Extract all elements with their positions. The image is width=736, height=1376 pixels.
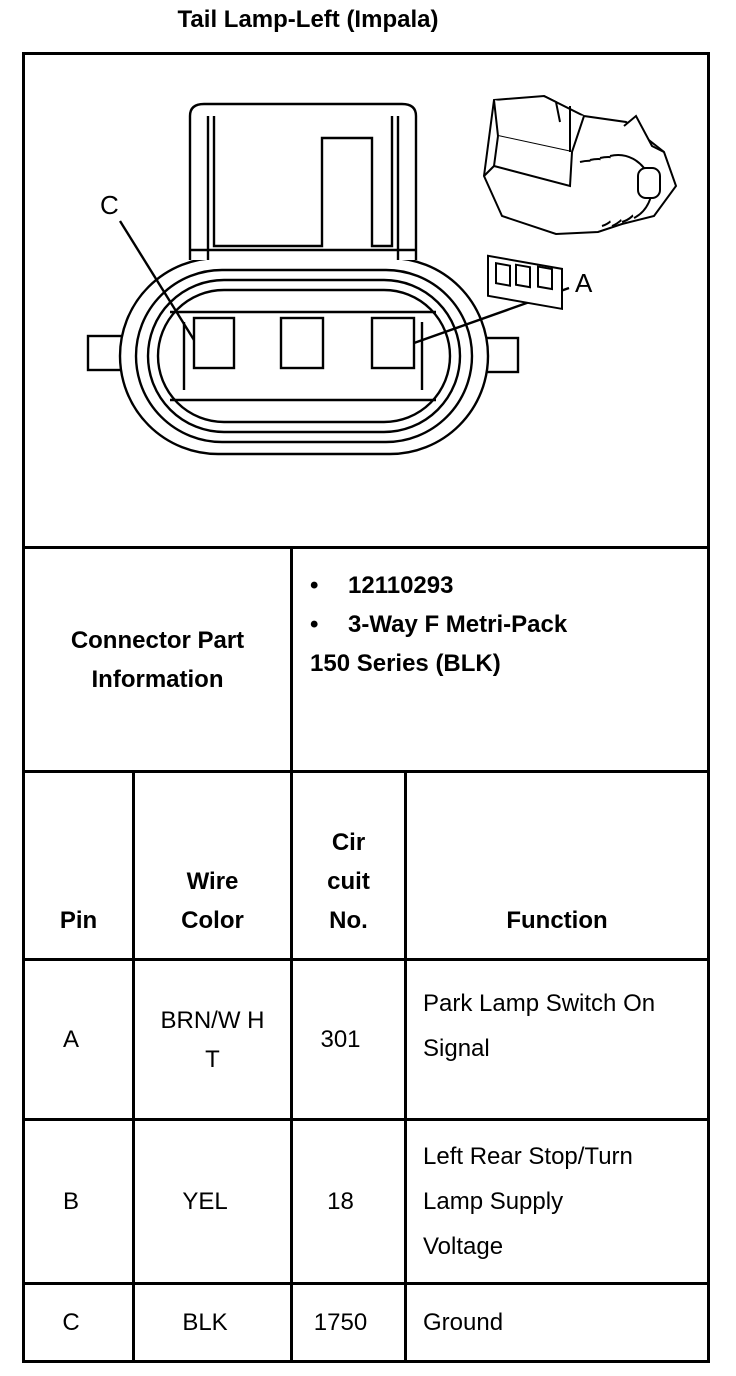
frame-left-line	[22, 52, 25, 1363]
frame-divider-pin	[132, 770, 135, 1363]
frame-divider-function	[404, 770, 407, 1363]
row-b-circuit: 18	[327, 1188, 354, 1215]
row-b-pin: B	[62, 1188, 79, 1215]
part-number: 12110293	[348, 572, 454, 599]
leader-c	[118, 220, 196, 341]
frame-line-diagram-bottom	[22, 546, 710, 549]
header-wire-color-text: Wire Color	[181, 868, 244, 934]
frame-right-line	[707, 52, 710, 1363]
row-c-pin: C	[62, 1309, 80, 1336]
header-wire-color: Wire Color	[135, 773, 290, 958]
frame-line-row-a-bottom	[22, 1118, 710, 1121]
part-info-item: •3-Way F Metri-Pack	[310, 611, 568, 638]
pin-label-c: C	[100, 190, 119, 220]
frame-line-header-bottom	[22, 958, 710, 961]
header-pin-text: Pin	[59, 907, 98, 934]
inner-ring-2	[156, 288, 452, 424]
row-a-circuit: 301	[320, 1026, 361, 1053]
header-circuit-no-text: Cir cuit No.	[327, 829, 370, 934]
row-a-wire-color-text: BRN/W HT	[160, 1006, 265, 1073]
row-b-function: Left Rear Stop/Turn Lamp Supply Voltage	[423, 1121, 703, 1282]
connector-part-info-values: •12110293 •3-Way F Metri-Pack 150 Series…	[310, 566, 567, 683]
frame-line-row-b-bottom	[22, 1282, 710, 1285]
pin-label-a: A	[575, 268, 593, 298]
outer-ring	[118, 256, 490, 456]
connector-perspective-icon	[482, 94, 678, 311]
page-title: Tail Lamp-Left (Impala)	[177, 6, 439, 33]
row-c-function: Ground	[423, 1309, 504, 1336]
connector-part-info-label-text: Connector Part Information	[70, 626, 245, 693]
frame-line-info-bottom	[22, 770, 710, 773]
cavity-b	[279, 316, 325, 370]
part-series: 150 Series (BLK)	[310, 650, 501, 677]
inner-ring	[146, 278, 462, 434]
header-pin: Pin	[25, 773, 132, 958]
frame-divider-info	[290, 546, 293, 1363]
row-c-circuit: 1750	[313, 1309, 368, 1336]
connector-part-info-label: Connector Part Information	[25, 549, 290, 770]
row-b-function-text: Left Rear Stop/Turn Lamp Supply Voltage	[423, 1143, 633, 1260]
row-a-pin: A	[62, 1026, 79, 1053]
mid-ring	[134, 268, 474, 444]
row-c-wire-color: BLK	[182, 1309, 228, 1336]
latch-body	[188, 102, 418, 260]
row-b-wire-color: YEL	[182, 1188, 228, 1215]
row-a-wire-color: BRN/W HT	[135, 961, 290, 1118]
frame-top-line	[22, 52, 710, 55]
connector-diagram: C A	[86, 94, 678, 456]
header-circuit-no: Cir cuit No.	[293, 773, 404, 958]
row-a-function-text: Park Lamp Switch On Signal	[423, 989, 656, 1062]
part-type: 3-Way F Metri-Pack	[348, 611, 568, 638]
frame-bottom-line	[22, 1360, 710, 1363]
latch-detail	[212, 116, 394, 248]
cavity-c	[192, 316, 236, 370]
header-function: Function	[407, 773, 707, 958]
part-info-item: •12110293	[310, 572, 454, 599]
header-function-text: Function	[506, 907, 608, 934]
row-a-function: Park Lamp Switch On Signal	[423, 961, 703, 1118]
